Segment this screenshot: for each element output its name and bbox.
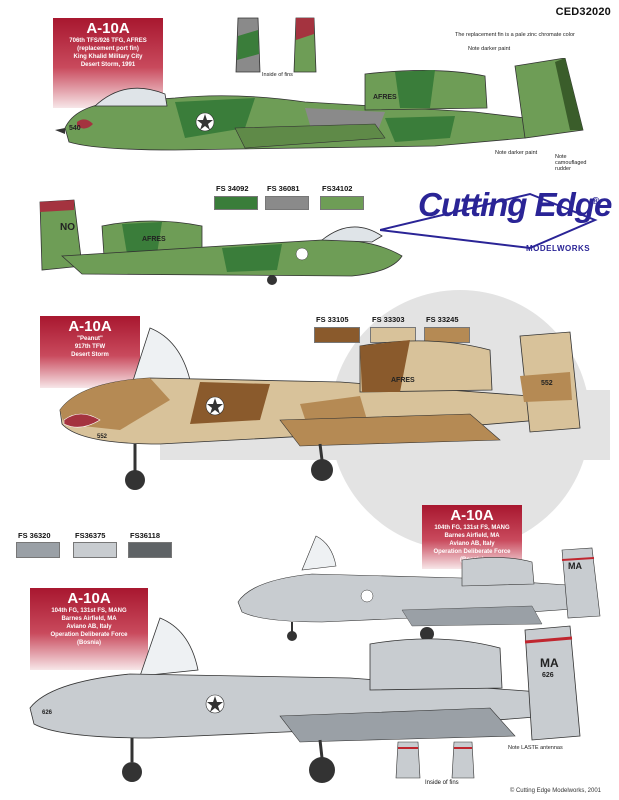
swatch-label-36118: FS36118 — [130, 531, 161, 540]
aircraft5-note-inside-fins: Inside of fins — [425, 780, 459, 786]
aircraft4-tail-code: MA — [568, 561, 582, 571]
aircraft4-line-3: Aviano AB, Italy — [449, 541, 495, 547]
aircraft3-line-1: "Peanut" — [77, 336, 103, 342]
logo-sub: MODELWORKS — [526, 244, 591, 253]
swatch-label-33245: FS 33245 — [426, 315, 459, 324]
aircraft4-line-2: Barnes Airfield, MA — [444, 533, 500, 539]
aircraft3-illustration — [59, 327, 581, 490]
aircraft3-tail-number: 552 — [541, 380, 553, 387]
aircraft2-side-code: AFRES — [142, 236, 166, 243]
swatch-33105 — [314, 327, 360, 343]
aircraft1-title: A-10A — [86, 20, 130, 37]
aircraft5-line-1: 104th FG, 131st FS, MANG — [51, 608, 127, 614]
logo-registered: ® — [592, 196, 600, 207]
aircraft4-title: A-10A — [450, 507, 494, 524]
aircraft5-line-3: Aviano AB, Italy — [66, 624, 112, 630]
aircraft1-illustration — [55, 58, 584, 151]
aircraft1-line-2: (replacement port fin) — [77, 46, 139, 52]
swatch-label-33105: FS 33105 — [316, 315, 349, 324]
logo-brand: Cutting Edge — [418, 186, 612, 223]
aircraft1-line-1: 706th TFS/926 TFG, AFRES — [69, 38, 147, 44]
aircraft3-title-box: A-10A "Peanut" 917th TFW Desert Storm — [40, 316, 140, 388]
aircraft3-title: A-10A — [68, 318, 112, 335]
aircraft3-line-2: 917th TFW — [74, 344, 106, 350]
aircraft5-tail-code: MA — [540, 656, 559, 670]
aircraft1-nose-number: 540 — [69, 125, 81, 132]
aircraft1-inside-fins-illustration — [235, 17, 317, 73]
aircraft2-illustration — [39, 199, 403, 285]
aircraft3-nose-number: 552 — [97, 434, 108, 440]
copyright: © Cutting Edge Modelworks, 2001 — [509, 788, 601, 794]
aircraft5-title: A-10A — [67, 590, 111, 607]
swatch-label-36320: FS 36320 — [18, 531, 51, 540]
swatch-36375 — [73, 542, 117, 558]
aircraft5-inside-fins-illustration — [395, 741, 475, 779]
aircraft5-line-5: (Bosnia) — [77, 640, 101, 646]
aircraft1-note-camouflaged-rudder: Note camouflaged rudder — [555, 154, 587, 172]
aircraft2-tail-code: NO — [60, 222, 75, 233]
swatch-label-36081: FS 36081 — [267, 184, 300, 193]
aircraft5-line-2: Barnes Airfield, MA — [61, 616, 117, 622]
product-code: CED32020 — [555, 6, 611, 18]
aircraft4-illustration — [237, 535, 601, 641]
aircraft5-note-laste: Note LASTE antennas — [508, 745, 563, 751]
swatch-label-34102: FS34102 — [322, 184, 353, 193]
aircraft5-nose-number: 626 — [42, 710, 53, 716]
aircraft1-title-box: A-10A 706th TFS/926 TFG, AFRES (replacem… — [53, 18, 163, 108]
swatch-34092 — [214, 196, 258, 210]
aircraft3-line-3: Desert Storm — [71, 352, 109, 358]
aircraft1-note-inside-fins: Inside of fins — [262, 72, 293, 78]
aircraft1-note-darker-paint-1: Note darker paint — [468, 46, 511, 52]
aircraft1-note-replacement-fin: The replacement fin is a pale zinc chrom… — [455, 32, 575, 38]
aircraft5-title-box: A-10A 104th FG, 131st FS, MANG Barnes Ai… — [30, 588, 148, 670]
aircraft5-illustration — [29, 617, 581, 783]
logo-swoosh — [380, 192, 598, 250]
aircraft1-line-3: King Khalid Military City — [73, 54, 143, 60]
aircraft3-tail-code: AFRES — [391, 377, 415, 384]
aircraft5-line-4: Operation Deliberate Force — [50, 632, 128, 638]
aircraft5-tail-number: 626 — [542, 672, 554, 679]
swatch-34102 — [320, 196, 364, 210]
aircraft1-line-4: Desert Storm, 1991 — [80, 62, 136, 68]
swatch-label-36375: FS36375 — [75, 531, 106, 540]
swatch-label-34092: FS 34092 — [216, 184, 249, 193]
swatch-36320 — [16, 542, 60, 558]
swatch-36081 — [265, 196, 309, 210]
swatch-label-33303: FS 33303 — [372, 315, 405, 324]
aircraft1-tail-code: AFRES — [373, 94, 397, 101]
swatch-36118 — [128, 542, 172, 558]
aircraft1-note-darker-paint-2: Note darker paint — [495, 150, 538, 156]
aircraft4-line-1: 104th FG, 131st FS, MANG — [434, 525, 510, 531]
